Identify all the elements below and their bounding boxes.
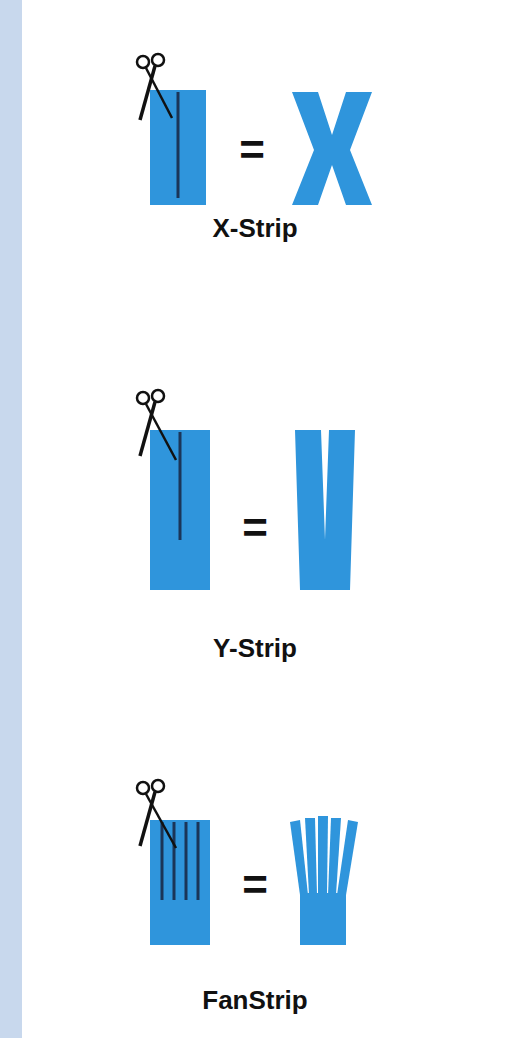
y-strip-shape — [295, 430, 355, 590]
strip-label: Y-Strip — [213, 633, 297, 664]
x-strip-shape — [292, 92, 372, 205]
fan-strip-shape — [290, 816, 358, 945]
scissors-icon — [137, 390, 176, 460]
equals-sign: = — [239, 125, 265, 175]
cut-line — [179, 432, 182, 540]
strip-label: FanStrip — [202, 985, 307, 1016]
side-band — [0, 0, 22, 1038]
scissors-icon — [137, 780, 176, 848]
equals-sign: = — [242, 503, 268, 553]
equals-sign: = — [242, 860, 268, 910]
tape-strip — [150, 820, 210, 945]
strip-label: X-Strip — [212, 213, 297, 244]
scissors-icon — [137, 54, 172, 120]
cut-line — [177, 92, 180, 198]
tape-strip — [150, 430, 210, 590]
tape-strip — [150, 90, 206, 205]
